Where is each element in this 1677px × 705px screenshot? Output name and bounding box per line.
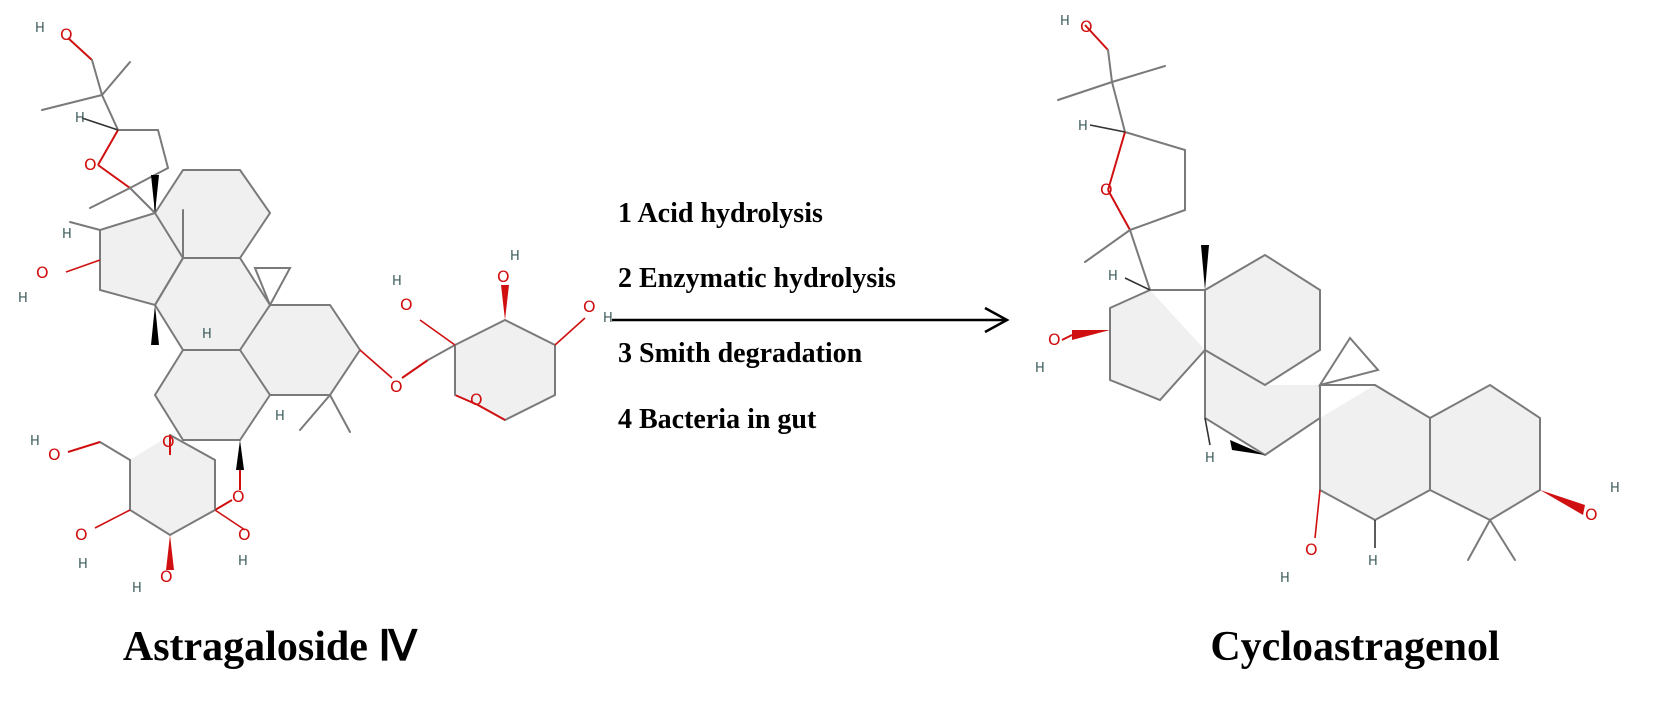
svg-text:O: O	[583, 297, 596, 316]
svg-text:H: H	[603, 311, 613, 326]
svg-text:H: H	[35, 21, 45, 36]
product-ring-d	[1110, 290, 1205, 400]
svg-text:H: H	[78, 557, 88, 572]
svg-text:O: O	[470, 390, 483, 409]
reactant-structure: H O O H H O H H H O O H O H O H O O O O …	[18, 21, 613, 596]
reactant-sugar-xylose	[455, 320, 555, 420]
product-structure: H O H O H O H H H O H O H	[1035, 14, 1620, 586]
svg-text:O: O	[160, 567, 173, 586]
condition-4: 4 Bacteria in gut	[618, 404, 817, 435]
reactant-ring-b	[155, 258, 270, 350]
svg-text:O: O	[232, 487, 245, 506]
svg-text:H: H	[1610, 481, 1620, 496]
reactant-ring-d	[100, 213, 183, 305]
condition-3: 3 Smith degradation	[618, 338, 863, 369]
reactant-ring-b2	[155, 350, 270, 440]
reactant-sugar-glucose	[130, 435, 215, 535]
svg-text:O: O	[1048, 330, 1061, 349]
svg-text:H: H	[238, 554, 248, 569]
svg-text:O: O	[1080, 17, 1093, 36]
svg-text:H: H	[1368, 554, 1378, 569]
svg-text:O: O	[36, 263, 49, 282]
svg-text:H: H	[1060, 14, 1070, 29]
product-ring-a	[1430, 385, 1540, 520]
reactant-name: Astragaloside Ⅳ	[123, 624, 418, 670]
condition-2: 2 Enzymatic hydrolysis	[618, 263, 896, 294]
svg-text:O: O	[1585, 505, 1598, 524]
svg-text:O: O	[75, 525, 88, 544]
svg-text:H: H	[1078, 119, 1088, 134]
svg-text:O: O	[238, 525, 251, 544]
svg-text:H: H	[510, 249, 520, 264]
svg-text:H: H	[392, 274, 402, 289]
svg-text:O: O	[497, 267, 510, 286]
svg-text:O: O	[400, 295, 413, 314]
svg-text:O: O	[1305, 540, 1318, 559]
svg-text:H: H	[202, 327, 212, 342]
reaction-conditions: 1 Acid hydrolysis 2 Enzymatic hydrolysis…	[618, 198, 896, 435]
reaction-arrow	[612, 306, 1010, 334]
svg-text:H: H	[18, 291, 28, 306]
svg-text:H: H	[132, 581, 142, 596]
svg-text:H: H	[1108, 269, 1118, 284]
svg-text:H: H	[275, 409, 285, 424]
svg-text:H: H	[62, 227, 72, 242]
svg-text:O: O	[60, 25, 73, 44]
condition-1: 1 Acid hydrolysis	[618, 198, 823, 229]
svg-text:O: O	[1100, 180, 1113, 199]
svg-text:H: H	[1035, 361, 1045, 376]
svg-text:H: H	[1205, 451, 1215, 466]
product-name: Cycloastragenol	[1210, 624, 1499, 670]
product-ring-a2	[1320, 385, 1430, 520]
product-ring-c	[1205, 255, 1320, 385]
svg-text:H: H	[1280, 571, 1290, 586]
reactant-ring-a	[240, 305, 360, 395]
svg-text:H: H	[30, 434, 40, 449]
svg-text:H: H	[75, 111, 85, 126]
svg-text:O: O	[84, 155, 97, 174]
svg-text:O: O	[162, 432, 175, 451]
svg-text:O: O	[48, 445, 61, 464]
svg-text:O: O	[390, 377, 403, 396]
product-ring-b	[1205, 350, 1320, 455]
